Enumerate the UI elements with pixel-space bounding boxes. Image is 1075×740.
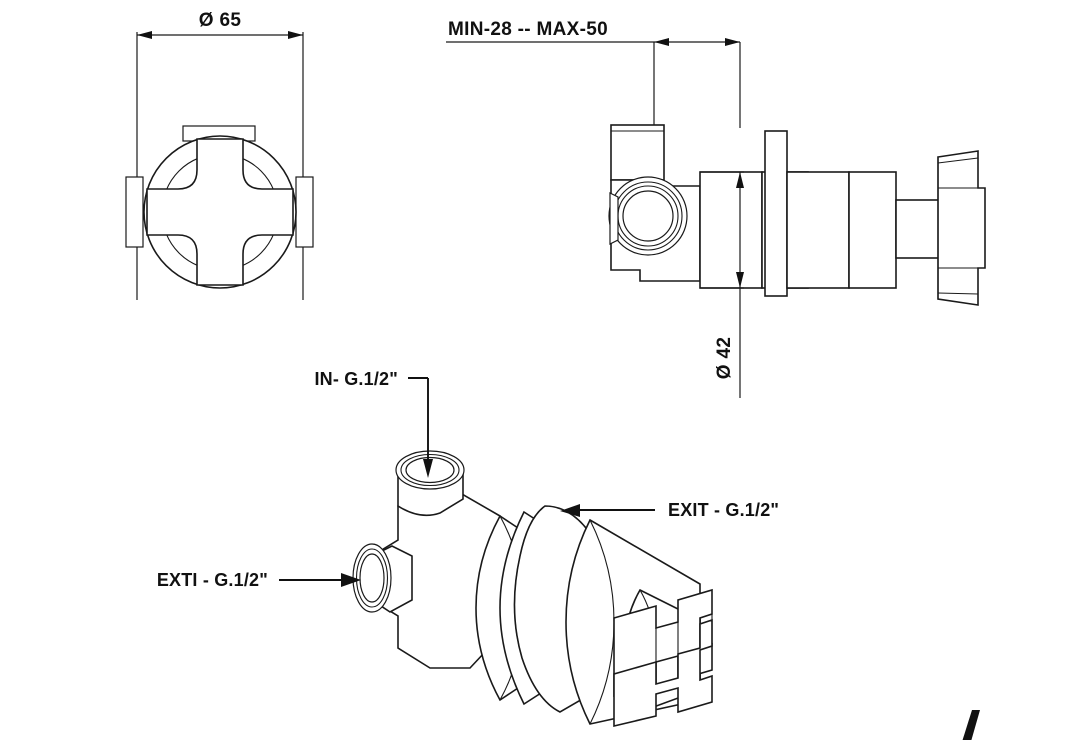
arrow-head-right-65 [288,31,303,39]
arrow-head-exti [341,573,361,587]
wall-flange-plate [764,130,788,297]
dimension-label-diameter-65: Ø 65 [199,10,242,31]
knob-edge-bottom [937,292,979,295]
arrow-head-42-bottom [736,272,744,288]
iso-exti-bore [359,553,385,603]
callout-label-in: IN- G.1/2" [314,369,398,389]
iso-exti-ring-mid [355,548,389,608]
arrow-head-exit [560,504,580,517]
callout-label-exit: EXIT - G.1/2" [668,500,779,520]
front-view: Ø 65 [125,10,314,300]
iso-cross-spline-depth [613,618,713,728]
knob-spline-side [937,150,986,306]
port-bore-side [622,190,674,242]
upper-boss-side [610,124,665,181]
iso-cross-spline-detail [655,614,713,662]
knob-edge-top [937,157,979,164]
mount-tab-right [295,176,314,248]
iso-in-port-ring-mid [400,453,460,487]
barrel-section-c [786,171,850,289]
arrow-head-42-top [736,172,744,188]
watermark-mark [962,710,980,740]
mount-tab-left [125,176,144,248]
barrel-section-d [848,171,897,289]
cross-spline-front [146,138,294,286]
iso-view: IN- G.1/2" EXIT - G.1/2" EXTI - G.1/2" [157,369,779,728]
side-view: MIN-28 -- MAX-50 [446,19,986,398]
callout-label-exti: EXTI - G.1/2" [157,570,268,590]
arrow-head-minmax-right [725,38,740,46]
barrel-section-a [699,171,763,289]
dimension-label-minmax: MIN-28 -- MAX-50 [448,19,608,40]
port-tab-side [609,192,619,245]
arrow-head-left-65 [137,31,152,39]
dimension-label-diameter-42: Ø 42 [714,337,735,379]
arrow-head-in [423,459,433,478]
iso-exit-flange-edge [513,505,561,713]
arrow-head-minmax-left [654,38,669,46]
